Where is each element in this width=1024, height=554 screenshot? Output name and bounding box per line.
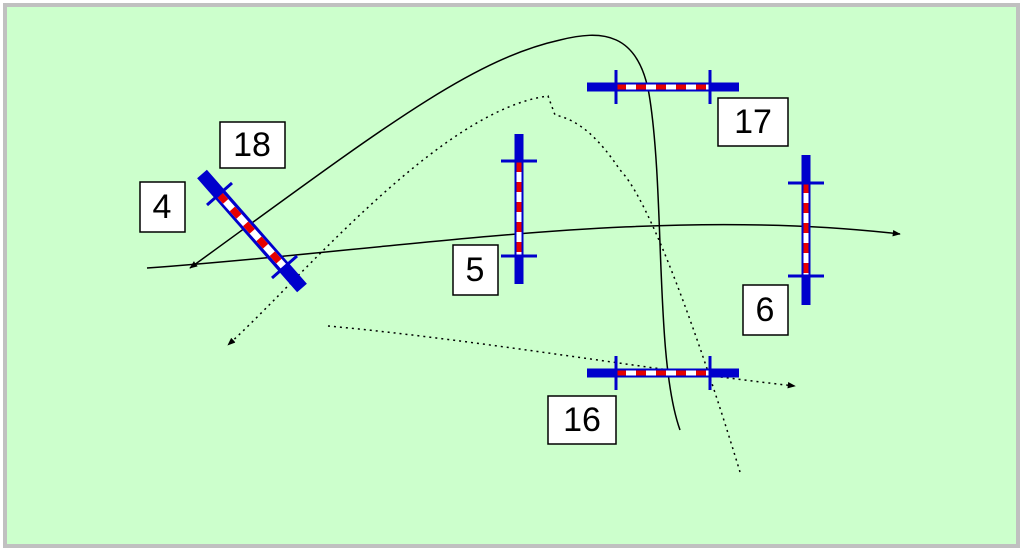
obstacles — [197, 70, 824, 390]
dotted-return-line — [227, 95, 741, 473]
label-5-text: 5 — [466, 251, 485, 289]
diagram-background — [3, 3, 1020, 548]
obstacle-5-jump — [501, 134, 537, 284]
label-16-text: 16 — [563, 401, 601, 439]
obstacle-6-jump — [788, 155, 824, 305]
labels: 4 18 5 6 17 16 — [139, 97, 789, 445]
obstacle-16-jump — [587, 356, 739, 390]
label-6-text: 6 — [756, 291, 775, 329]
dotted-arc-line — [327, 325, 796, 389]
label-5: 5 — [452, 244, 499, 296]
label-4: 4 — [139, 181, 186, 233]
solid-main-line — [146, 223, 901, 269]
label-17: 17 — [717, 97, 789, 147]
course-paths — [146, 34, 901, 473]
label-18: 18 — [219, 121, 286, 169]
label-16: 16 — [547, 395, 617, 445]
obstacle-4-jump — [197, 169, 307, 293]
solid-loop-line — [189, 34, 681, 431]
label-6: 6 — [742, 284, 789, 336]
label-18-text: 18 — [233, 126, 271, 164]
obstacle-17-jump — [587, 70, 739, 104]
label-17-text: 17 — [734, 103, 772, 141]
label-4-text: 4 — [153, 188, 172, 226]
